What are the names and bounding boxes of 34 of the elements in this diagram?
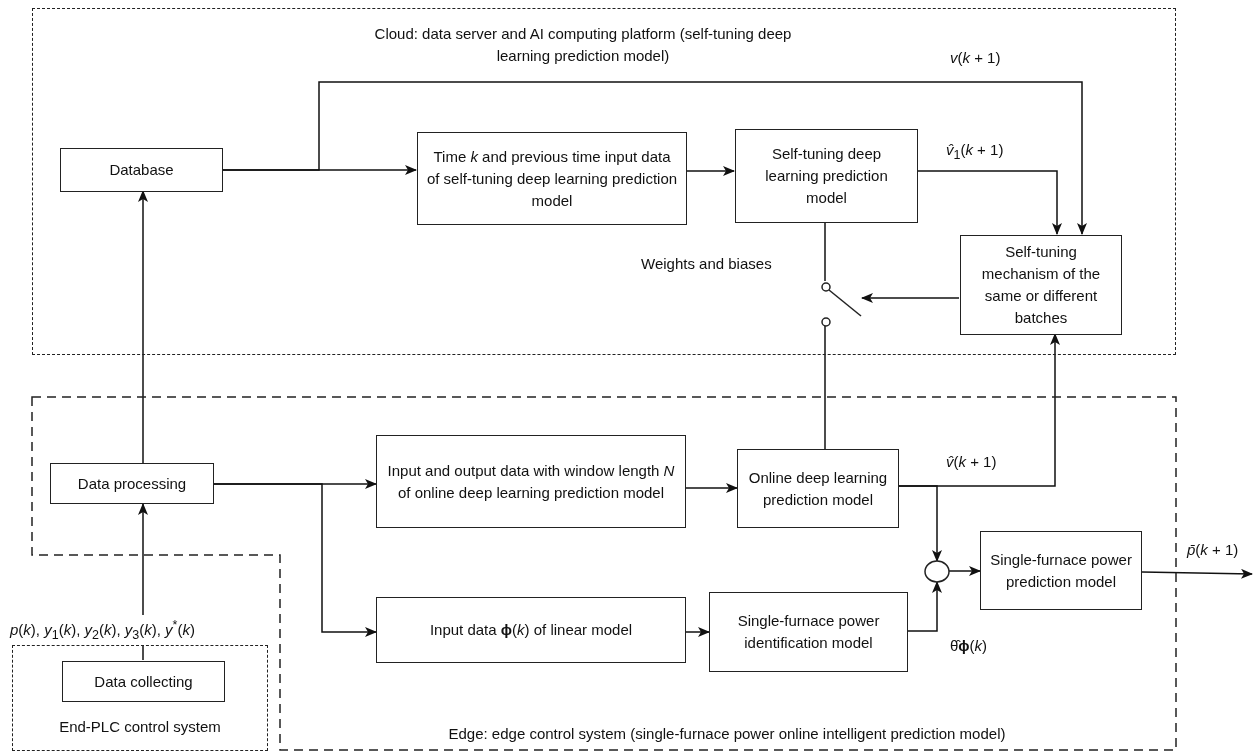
connector-line	[824, 325, 826, 450]
annotation-text: Weights and biases	[641, 254, 773, 274]
process-box: Self-tuning mechanism of the same or different batches	[960, 235, 1122, 335]
dashed-region-frame	[32, 397, 1176, 750]
arrow	[916, 170, 1062, 235]
process-box: Online deep learning prediction model	[737, 449, 899, 528]
arrow	[861, 293, 960, 303]
arrow	[685, 627, 710, 637]
arrow	[213, 483, 377, 637]
arrow	[898, 485, 942, 562]
arrow	[138, 190, 148, 464]
arrow	[221, 81, 1087, 235]
edge-label: p(k), y$_{1}$(k), y$_{2}$(k), y$_{3}$(k), y$^{*}$(k)	[8, 615, 197, 645]
process-box: Data processing	[50, 463, 214, 504]
region-heading: Cloud: data server and AI computing platform (self-tuning deep learning prediction model)	[373, 24, 793, 66]
process-box: Time k and previous time input data of self-tuning deep learning prediction model	[417, 132, 687, 225]
connector-line	[824, 221, 826, 282]
arrow	[685, 483, 738, 493]
arrow	[685, 166, 735, 176]
region-heading: Edge: edge control system (single-furnace power online intelligent prediction model)	[447, 724, 1007, 744]
process-box: Input data ϕ(k) of linear model	[376, 597, 686, 663]
process-box: Database	[60, 148, 223, 192]
process-box: Self-tuning deep learning prediction model	[735, 129, 918, 223]
dashed-region-frame	[12, 645, 268, 751]
arrow	[1141, 568, 1253, 579]
arrow	[907, 581, 942, 632]
process-box: Data collecting	[62, 661, 225, 702]
region-heading: End-PLC control system	[58, 717, 222, 737]
switch-symbol	[821, 282, 863, 327]
process-box: Input and output data with window length N of online deep learning prediction model	[376, 435, 686, 528]
process-box: Single-furnace power prediction model	[980, 531, 1142, 610]
dashed-region-frame	[32, 8, 1176, 355]
summing-junction-circle	[925, 561, 949, 582]
process-box: Single-furnace power identification model	[709, 592, 908, 672]
